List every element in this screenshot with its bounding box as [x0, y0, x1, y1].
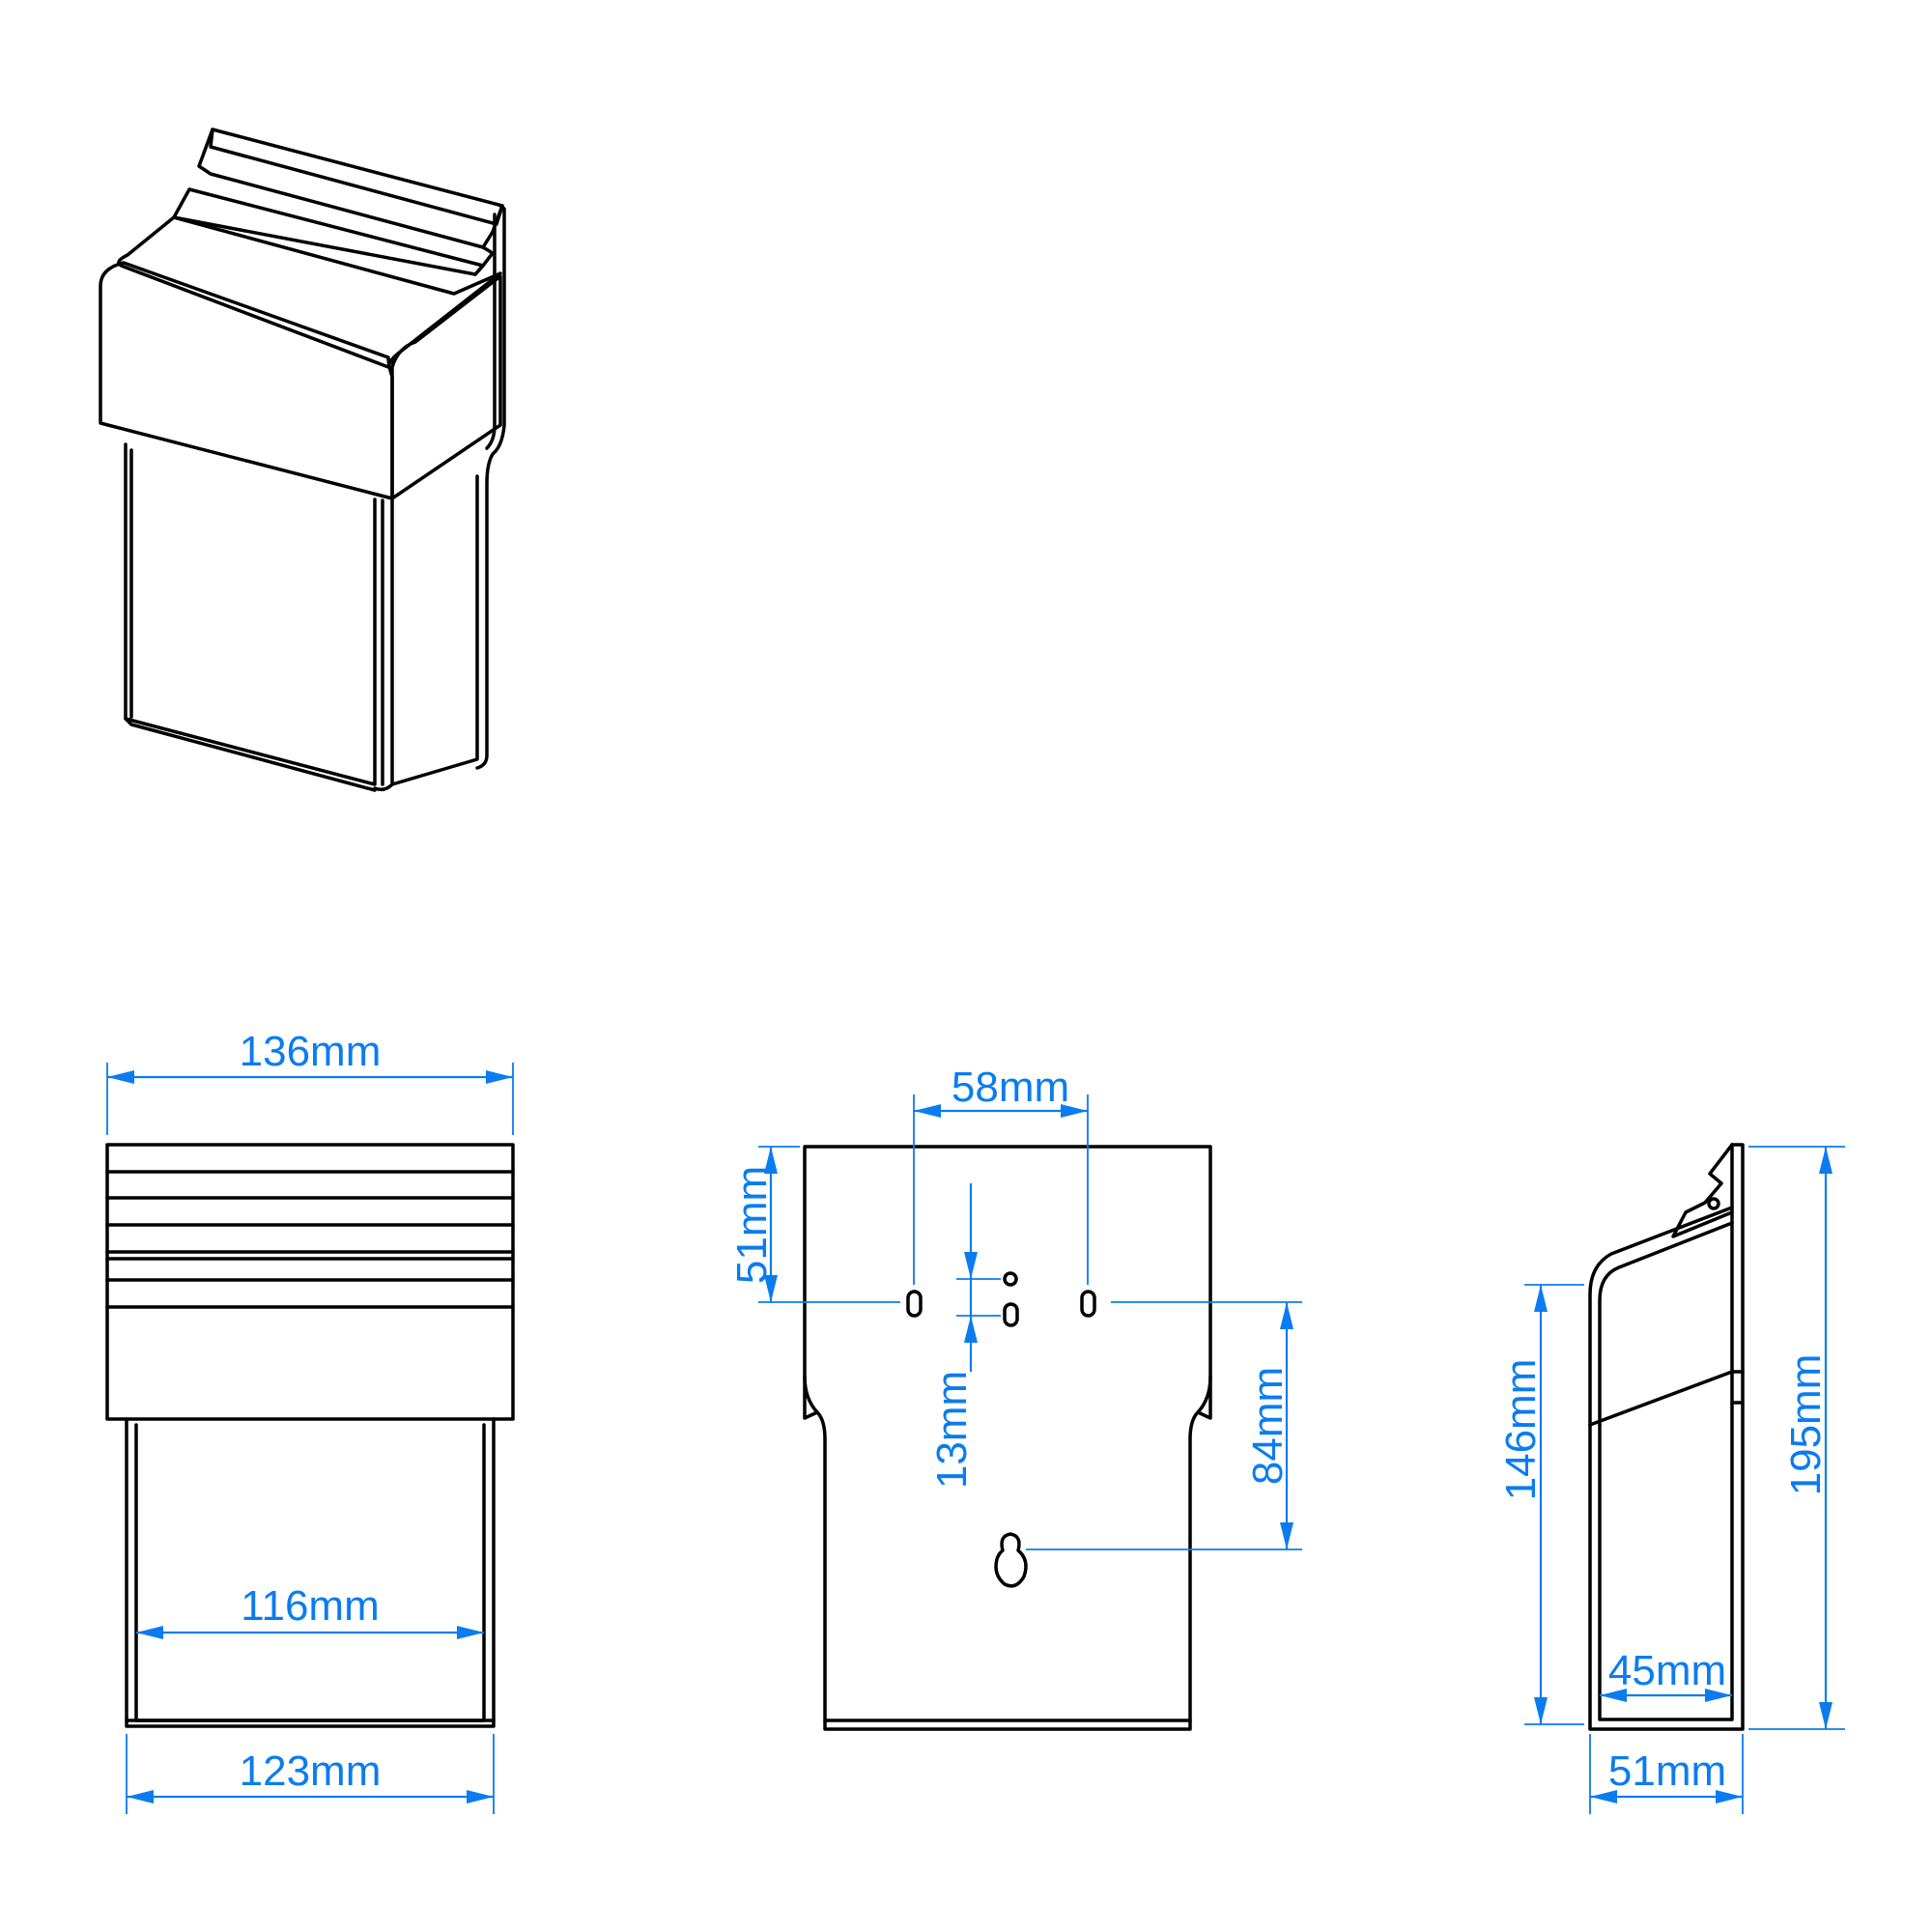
body-front-face [124, 442, 377, 786]
side-lid-front-face [1588, 1370, 1734, 1427]
dim-hole-spacing: 58mm [952, 1064, 1069, 1111]
lid-rear-slat [209, 128, 504, 226]
front-body-inner [134, 1423, 486, 1722]
back-plate [475, 204, 506, 770]
dim-front-height: 146mm [1497, 1359, 1545, 1501]
dim-top-width: 136mm [240, 1028, 382, 1075]
keyhole [994, 1532, 1028, 1588]
dim-holes-to-keyhole: 84mm [1244, 1367, 1292, 1485]
lid-top-face [117, 215, 502, 369]
lid-middle-slat [172, 187, 485, 276]
dim-bottom-width: 123mm [240, 1747, 382, 1795]
back-plate-shoulder-right [1196, 1375, 1212, 1420]
side-back-plate-inner [1598, 1143, 1734, 1721]
mount-slot-left [906, 1290, 923, 1318]
front-body [125, 1417, 496, 1728]
dim-small-hole-gap: 13mm [928, 1371, 976, 1489]
dim-outer-depth: 51mm [1608, 1747, 1726, 1795]
dim-inner-width: 116mm [241, 1582, 379, 1630]
back-plate-shoulder-left [803, 1375, 819, 1420]
body-side-face [373, 474, 479, 792]
front-view: 136mm 116mm 123mm [105, 1028, 515, 1814]
back-view: 58mm 51mm 13mm 84mm [728, 1064, 1302, 1731]
dim-inner-depth: 45mm [1608, 1647, 1726, 1694]
mount-slot-right [1080, 1290, 1096, 1318]
isometric-view [99, 128, 506, 792]
lid-hinge [473, 204, 504, 276]
back-plate-outline [803, 1145, 1212, 1731]
lid-side-face [390, 274, 502, 500]
lid-front-face [99, 261, 394, 500]
dim-top-to-holes: 51mm [728, 1166, 776, 1284]
side-view: 146mm 195mm 45mm 51mm [1497, 1143, 1845, 1814]
lid-rear-slat-edge [197, 128, 485, 249]
small-hole-upper [1003, 1271, 1018, 1287]
small-hole-lower [1003, 1302, 1019, 1327]
dim-total-height: 195mm [1782, 1354, 1830, 1496]
back-plate-inner [485, 213, 497, 450]
body-bottom-edge [124, 717, 377, 792]
front-lid [105, 1143, 515, 1421]
side-lid-hinge [1671, 1143, 1734, 1238]
side-hinge-pin [1707, 1197, 1720, 1210]
side-back-plate [1588, 1143, 1745, 1731]
side-lid [1588, 1206, 1734, 1427]
